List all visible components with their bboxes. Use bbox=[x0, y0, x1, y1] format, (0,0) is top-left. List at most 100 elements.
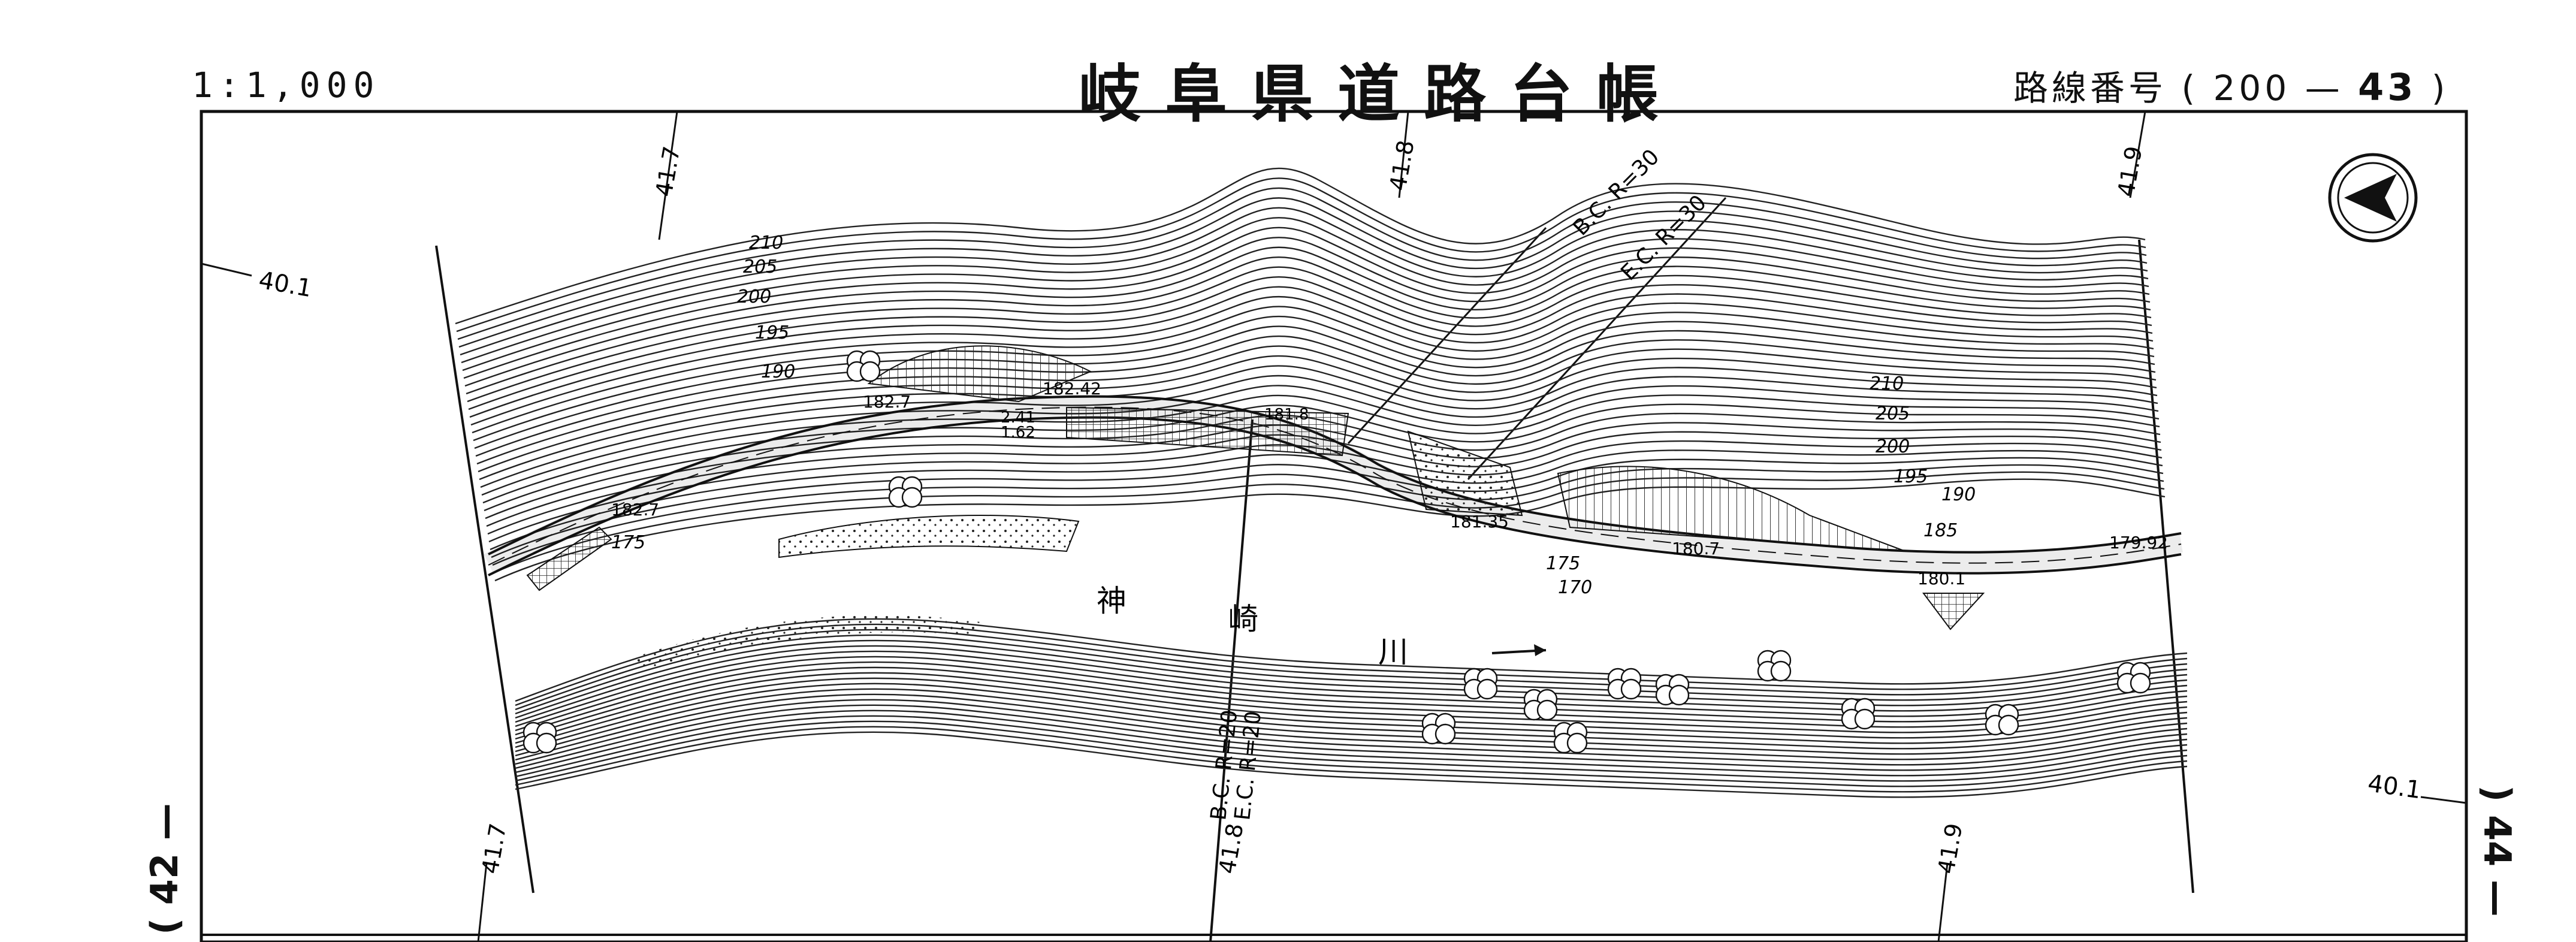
station-line-41-9 bbox=[2129, 111, 2146, 198]
elevation-1-62: 1.62 bbox=[1001, 424, 1035, 442]
river-flow-arrowhead bbox=[1534, 644, 1546, 656]
contour-line bbox=[455, 167, 2146, 325]
station-label-41-9-top: 41.9 bbox=[2113, 144, 2148, 199]
contour-line bbox=[494, 478, 2166, 582]
bush-symbol bbox=[1566, 732, 1588, 754]
bridge-grid bbox=[1066, 406, 1349, 457]
curve-line-ec30 bbox=[1467, 197, 1727, 481]
river-line bbox=[515, 720, 2188, 787]
bush-symbol bbox=[1770, 660, 1792, 682]
contour-label-190: 190 bbox=[761, 361, 795, 382]
contour-lines-upper bbox=[455, 167, 2166, 582]
contour-label-175: 175 bbox=[1546, 553, 1580, 574]
contour-line bbox=[460, 207, 2148, 356]
river-line bbox=[515, 726, 2188, 793]
river-line bbox=[515, 666, 2188, 740]
contour-label-200-right: 200 bbox=[1876, 436, 1910, 457]
vegetation-clusters bbox=[523, 350, 2151, 754]
contour-line bbox=[490, 449, 2163, 551]
elevation-179-92: 179.92 bbox=[2109, 533, 2168, 552]
contour-label-195: 195 bbox=[755, 322, 789, 343]
route-dash: — bbox=[2305, 68, 2344, 108]
bush-symbol bbox=[859, 361, 881, 382]
river-line bbox=[515, 709, 2188, 777]
triangle-hatch bbox=[1922, 593, 1985, 630]
bush-symbol bbox=[1854, 708, 1876, 730]
river-line bbox=[515, 683, 2188, 753]
station-label-40-1-left: 40.1 bbox=[256, 267, 314, 303]
river-line bbox=[515, 677, 2188, 748]
cut-slope-hatch-2 bbox=[1557, 466, 1906, 552]
route-label: 路線番号 bbox=[2013, 68, 2167, 108]
contour-line bbox=[484, 403, 2160, 512]
contour-label-205: 205 bbox=[743, 256, 777, 277]
river-line bbox=[515, 699, 2188, 766]
river-line bbox=[515, 688, 2188, 757]
route-number: 路線番号 ( 200 — 43 ) bbox=[2013, 60, 2448, 110]
road-centerline bbox=[488, 406, 2182, 566]
contour-line bbox=[473, 315, 2155, 442]
station-tick-right bbox=[2420, 796, 2467, 804]
station-label-41-8-top: 41.8 bbox=[1385, 138, 1420, 193]
route-close-paren: ) bbox=[2431, 68, 2449, 108]
adjacent-sheet-right: ) 44 — bbox=[2465, 785, 2519, 935]
contour-label-195-right: 195 bbox=[1894, 466, 1928, 487]
river-line bbox=[515, 634, 2188, 715]
contour-line bbox=[485, 412, 2161, 520]
station-line-41-7 bbox=[658, 111, 678, 240]
contour-line bbox=[479, 365, 2158, 481]
contour-line bbox=[456, 177, 2146, 333]
retaining-wall-grid bbox=[526, 526, 612, 591]
map-scale: 1:1,000 bbox=[192, 65, 380, 105]
contour-label-175-left: 175 bbox=[611, 532, 645, 553]
station-label-40-1-right: 40.1 bbox=[2366, 769, 2423, 804]
route-sheet-number: 43 bbox=[2358, 65, 2417, 109]
river-name-char-1: 神 bbox=[1097, 584, 1127, 618]
contour-label-170: 170 bbox=[1558, 577, 1592, 598]
contour-line bbox=[475, 335, 2156, 457]
river-line bbox=[515, 715, 2188, 782]
bush-symbol bbox=[2130, 672, 2151, 694]
river-line bbox=[515, 693, 2188, 761]
adjacent-right-open: ) bbox=[2475, 785, 2519, 802]
bush-symbol bbox=[1536, 699, 1558, 721]
station-tick-left bbox=[201, 262, 252, 277]
contour-line bbox=[491, 457, 2164, 558]
river-line bbox=[515, 731, 2188, 798]
contour-line bbox=[480, 375, 2158, 488]
elevation-180-1: 180.1 bbox=[1917, 569, 1965, 588]
bush-symbol bbox=[1435, 723, 1456, 745]
contour-label-185: 185 bbox=[1923, 520, 1958, 541]
road-edge-lower bbox=[488, 416, 2182, 576]
river-name-char-3: 川 bbox=[1378, 635, 1408, 669]
contour-line bbox=[466, 256, 2151, 395]
station-label-41-7-top: 41.7 bbox=[651, 144, 685, 199]
contour-line bbox=[463, 237, 2150, 379]
contour-label-190-right: 190 bbox=[1941, 484, 1976, 505]
bush-symbol bbox=[1620, 678, 1642, 700]
station-line-41-7-bottom bbox=[477, 862, 488, 942]
sheet-boundary-right bbox=[2138, 239, 2194, 893]
contour-line bbox=[472, 306, 2154, 434]
contour-line bbox=[481, 385, 2159, 496]
road-band bbox=[484, 395, 2183, 573]
bush-symbol bbox=[901, 487, 923, 508]
river-line bbox=[515, 656, 2188, 732]
contour-line bbox=[467, 266, 2152, 403]
contour-line bbox=[458, 197, 2148, 348]
bush-symbol bbox=[536, 732, 557, 754]
page-title: 岐阜県道路台帳 bbox=[1079, 58, 1683, 131]
map-frame bbox=[200, 110, 2468, 942]
contour-line bbox=[478, 355, 2157, 473]
elevation-182-7-top: 182.7 bbox=[863, 392, 911, 412]
cut-slope-hatch-1 bbox=[867, 345, 1092, 403]
contour-line bbox=[461, 217, 2149, 364]
contour-line bbox=[486, 422, 2161, 527]
adjacent-right-number: 44 bbox=[2475, 814, 2519, 867]
station-label-41-9-bottom: 41.9 bbox=[1933, 822, 1968, 876]
contour-label-200: 200 bbox=[737, 286, 771, 307]
route-code: 200 bbox=[2213, 68, 2291, 108]
road-edge-upper bbox=[488, 395, 2182, 555]
curve-label-ec30: E.C. R=30 bbox=[1616, 191, 1711, 286]
